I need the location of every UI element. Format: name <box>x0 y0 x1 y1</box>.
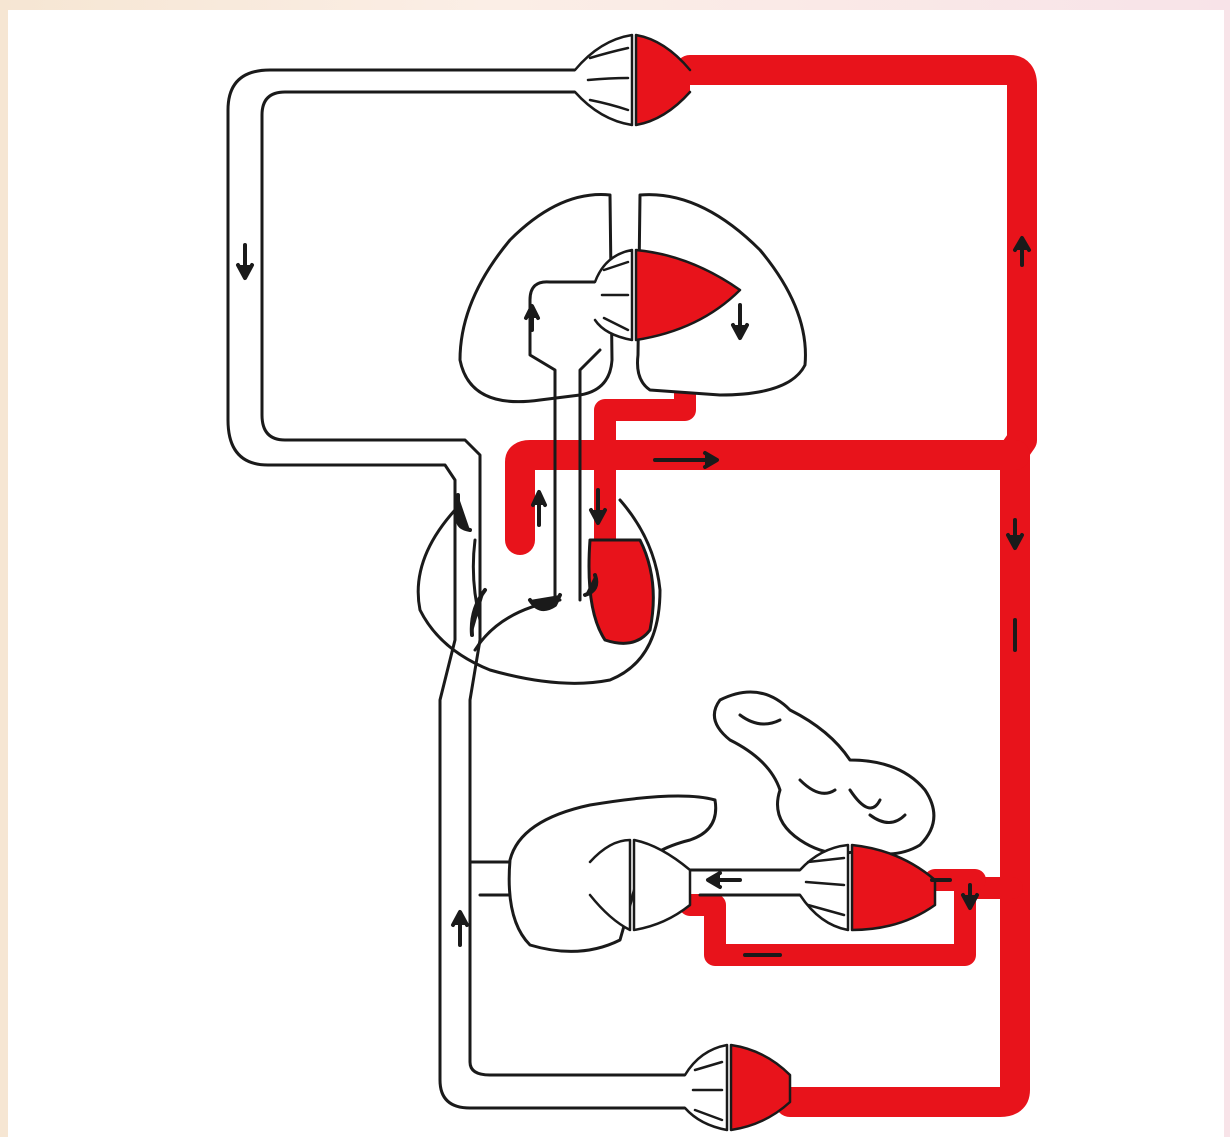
arrow-up-pulmonary <box>524 304 540 332</box>
arrow-left-portal <box>706 871 742 889</box>
arrow-up-aorta <box>1013 236 1031 267</box>
gut-capillaries <box>798 843 937 932</box>
left-lung <box>458 193 614 404</box>
heart <box>416 498 662 685</box>
pulmonary-artery-inner <box>578 348 602 602</box>
arrow-down-left-vein <box>236 243 254 280</box>
upper-body-capillaries <box>573 33 692 127</box>
arrow-curve-right-ventricle <box>583 573 599 597</box>
left-ventricle <box>587 538 655 645</box>
arrow-down-aorta <box>1006 518 1024 550</box>
capillary-beds <box>573 33 937 1132</box>
arrow-curve-left-ventricle <box>528 593 562 611</box>
vena-cava-superior-inner <box>260 90 687 1077</box>
intestine-folds <box>738 713 907 824</box>
aortic-arch <box>505 440 1030 555</box>
large-intestine <box>712 690 936 856</box>
arrow-up-left-atrium <box>531 490 547 527</box>
intestines <box>712 690 936 856</box>
arrow-curve-heart-left <box>469 588 487 637</box>
flow-arrows <box>236 236 1031 957</box>
vena-cava-superior <box>226 68 687 1110</box>
arrow-left-vena-cava <box>456 493 472 532</box>
liver-capillaries <box>588 838 692 932</box>
arrow-right-aortic-arch <box>653 451 719 469</box>
inner-septum <box>471 538 562 652</box>
arrow-down-pulmonary-vein <box>731 303 749 340</box>
arrow-up-lower-vein <box>451 910 469 947</box>
lower-body-capillaries <box>683 1043 792 1132</box>
arrow-down-gut-branch <box>961 883 979 910</box>
lung-capillaries <box>593 248 742 342</box>
arrow-down-right-atrium <box>589 488 607 525</box>
pulmonary-artery <box>528 280 597 602</box>
heart-outline <box>416 498 662 685</box>
